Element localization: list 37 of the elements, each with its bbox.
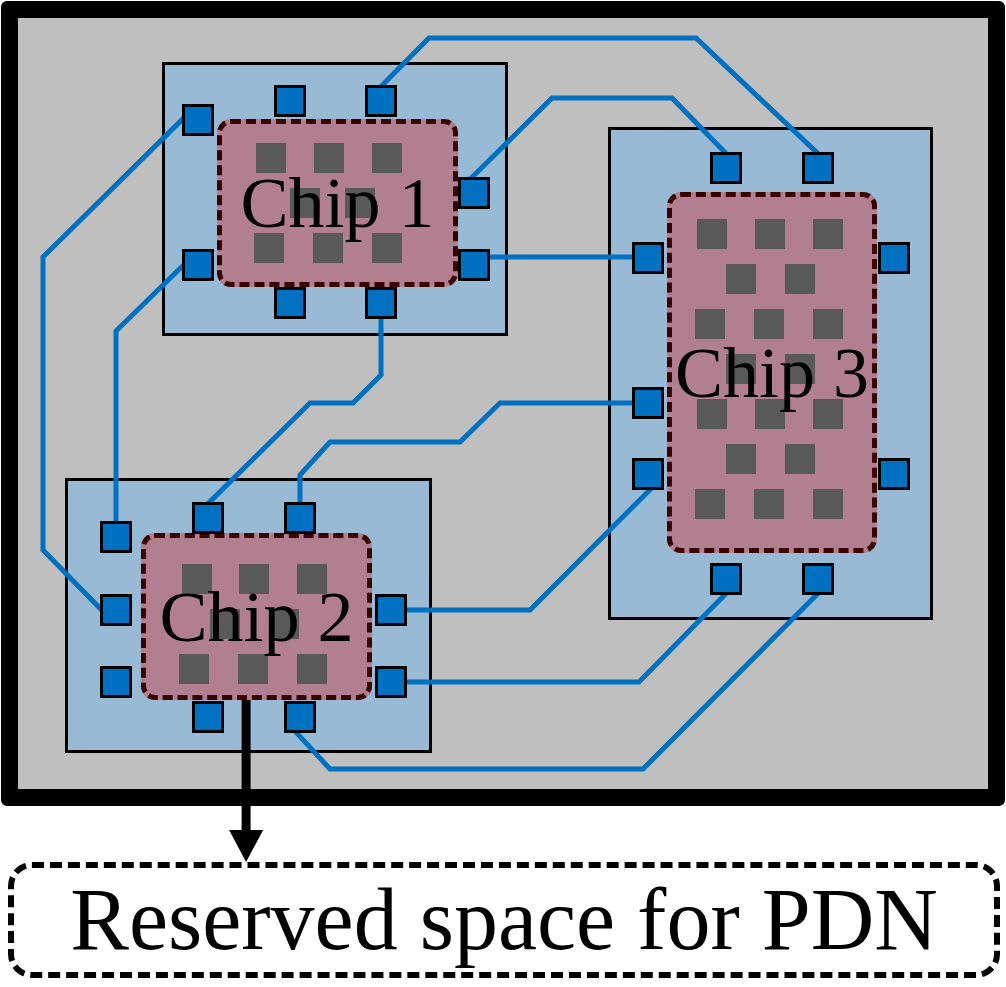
contact-pad <box>878 242 910 274</box>
contact-pad <box>710 152 742 184</box>
contact-pad <box>365 287 397 319</box>
contact-pad <box>284 701 316 733</box>
contact-pad <box>632 242 664 274</box>
contact-pad <box>632 458 664 490</box>
contact-pad <box>100 594 132 626</box>
contact-pad <box>802 152 834 184</box>
contact-pad <box>192 502 224 534</box>
contact-pad <box>365 85 397 117</box>
wire-trace <box>490 254 632 260</box>
chip-die <box>667 192 877 553</box>
contact-pad <box>375 594 407 626</box>
contact-pad <box>458 249 490 281</box>
package-box <box>162 62 508 336</box>
arrow <box>229 700 264 862</box>
contact-pad <box>284 502 316 534</box>
contact-pad <box>100 666 132 698</box>
contact-pad <box>632 387 664 419</box>
wire-trace <box>297 400 632 502</box>
contact-pad <box>375 666 407 698</box>
package-box <box>65 478 432 753</box>
reserved-space-box <box>8 862 1000 978</box>
contact-pad <box>274 85 306 117</box>
contact-pad <box>192 701 224 733</box>
contact-pad <box>458 177 490 209</box>
chip-die <box>141 533 372 700</box>
contact-pad <box>182 249 214 281</box>
contact-pad <box>710 563 742 595</box>
substrate-board <box>1 1 1005 806</box>
package-box <box>608 127 933 620</box>
contact-pad <box>182 104 214 136</box>
contact-pad <box>878 458 910 490</box>
contact-pad <box>802 563 834 595</box>
chip-die <box>217 119 458 287</box>
contact-pad <box>274 287 306 319</box>
contact-pad <box>100 521 132 553</box>
